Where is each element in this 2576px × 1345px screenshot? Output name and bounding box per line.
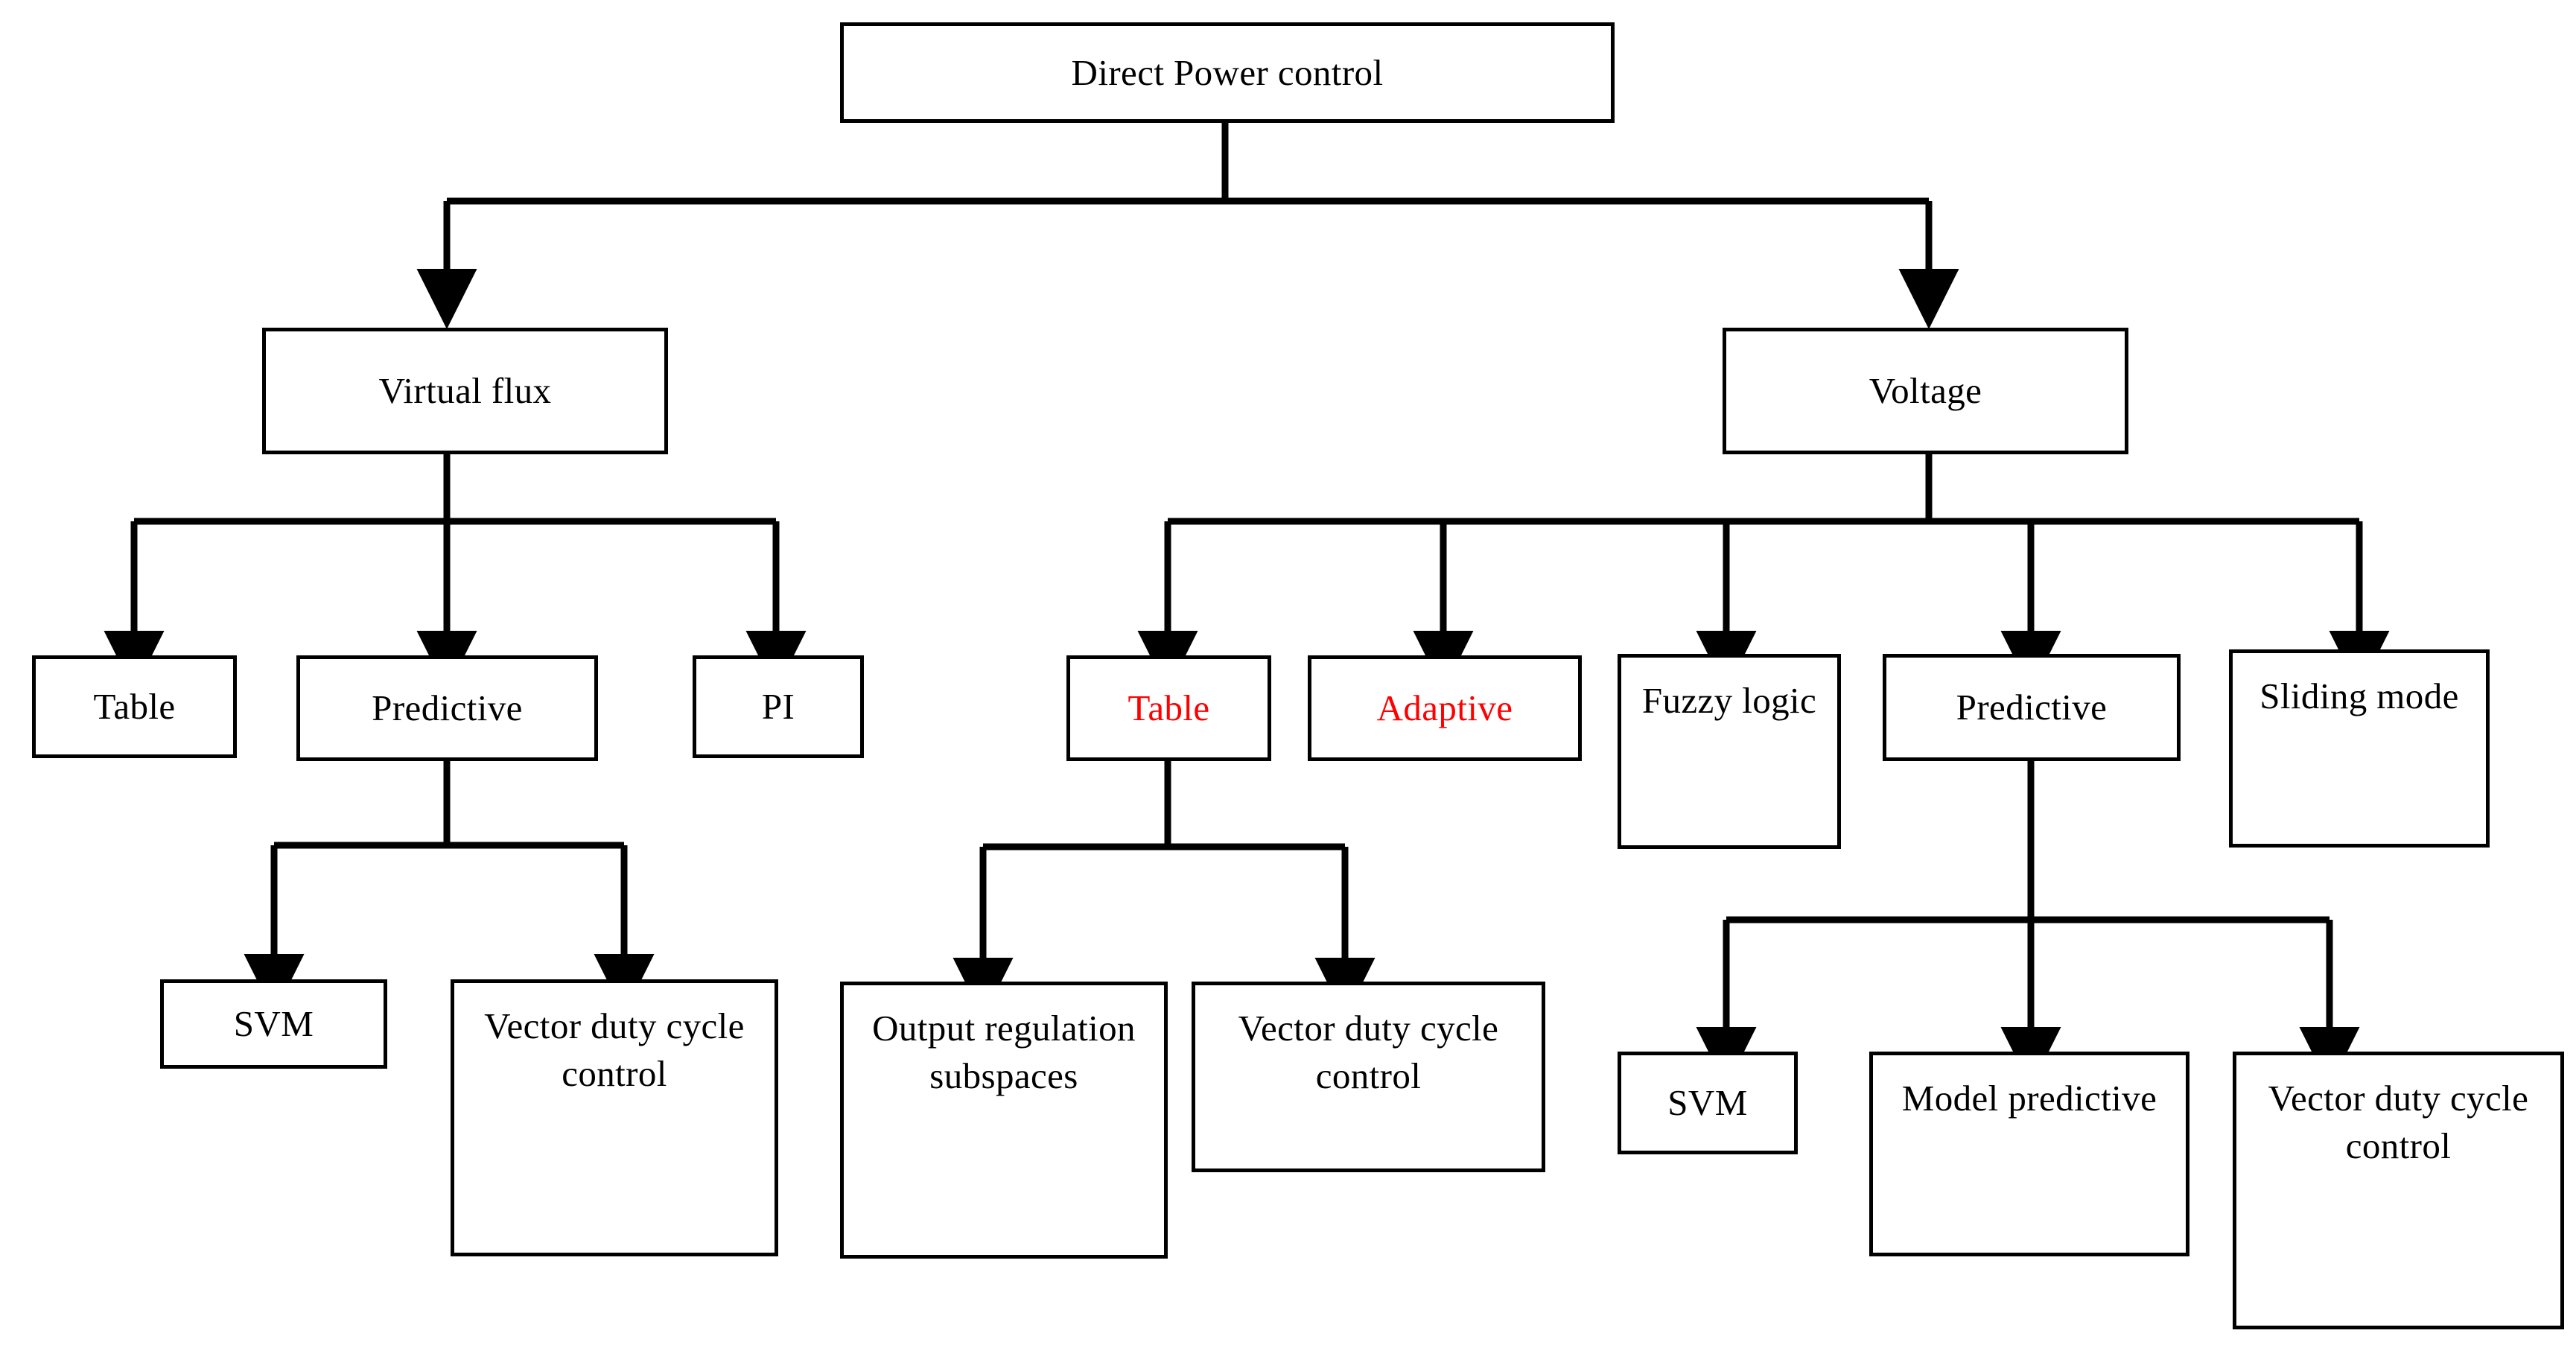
node-vf-table[interactable]: Table xyxy=(32,655,237,758)
node-v-output-regulation-subspaces[interactable]: Output regulation subspaces xyxy=(840,982,1168,1259)
node-v-fuzzy-logic[interactable]: Fuzzy logic xyxy=(1618,654,1841,849)
node-virtual-flux[interactable]: Virtual flux xyxy=(262,328,668,454)
node-v-model-predictive[interactable]: Model predictive xyxy=(1869,1052,2189,1256)
node-label: Output regulation subspaces xyxy=(872,1008,1136,1096)
edge-virtualflux-to-children xyxy=(104,454,807,691)
node-label: Vector duty cycle control xyxy=(484,1005,745,1094)
node-v-predictive-vector-duty-cycle-control[interactable]: Vector duty cycle control xyxy=(2233,1052,2564,1329)
node-vf-pi[interactable]: PI xyxy=(693,655,864,758)
node-label: Table xyxy=(93,686,176,728)
node-v-predictive[interactable]: Predictive xyxy=(1883,654,2181,761)
node-v-sliding-mode[interactable]: Sliding mode xyxy=(2229,649,2490,848)
node-label: SVM xyxy=(1667,1082,1748,1124)
node-label: Vector duty cycle control xyxy=(1238,1008,1499,1096)
node-vf-svm[interactable]: SVM xyxy=(160,979,387,1069)
node-label: Virtual flux xyxy=(378,370,552,412)
node-v-adaptive[interactable]: Adaptive xyxy=(1308,655,1582,761)
node-label: Direct Power control xyxy=(1071,51,1384,93)
node-label: SVM xyxy=(233,1003,314,1045)
node-direct-power-control[interactable]: Direct Power control xyxy=(840,22,1615,123)
node-vf-vector-duty-cycle-control[interactable]: Vector duty cycle control xyxy=(451,979,778,1256)
node-label: Adaptive xyxy=(1376,687,1513,729)
node-v-table-vector-duty-cycle-control[interactable]: Vector duty cycle control xyxy=(1192,982,1545,1172)
edge-voltagetable-to-children xyxy=(953,761,1376,1018)
node-label: Predictive xyxy=(1956,687,2108,728)
node-label: Voltage xyxy=(1869,370,1982,412)
edge-voltage-to-children xyxy=(1137,454,2390,691)
edge-root-to-level2 xyxy=(416,123,1959,329)
node-label: Model predictive xyxy=(1901,1078,2157,1119)
edge-vfpredictive-to-children xyxy=(244,761,655,1014)
node-v-table[interactable]: Table xyxy=(1066,655,1271,761)
node-vf-predictive[interactable]: Predictive xyxy=(296,655,598,761)
node-label: Predictive xyxy=(372,687,523,729)
node-label: PI xyxy=(761,686,795,728)
node-label: Vector duty cycle control xyxy=(2268,1078,2529,1166)
node-label: Fuzzy logic xyxy=(1641,680,1817,721)
node-v-svm[interactable]: SVM xyxy=(1618,1052,1798,1154)
node-label: Sliding mode xyxy=(2259,675,2459,716)
node-label: Table xyxy=(1128,687,1210,729)
node-voltage[interactable]: Voltage xyxy=(1723,328,2128,454)
